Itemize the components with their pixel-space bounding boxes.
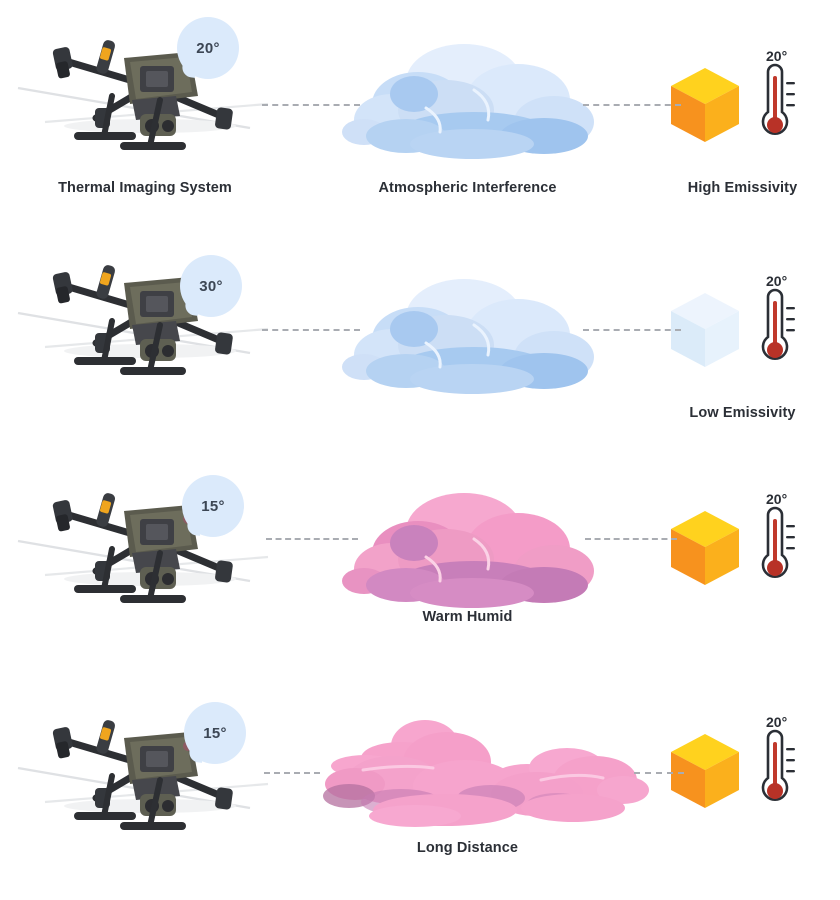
drone-temperature-bubble: 30° [180, 255, 242, 317]
scenario-row: 15° [0, 680, 840, 900]
connector-drone-to-cloud [262, 329, 360, 331]
cloud-caption: Atmospheric Interference [378, 180, 557, 196]
thermometer-icon [761, 729, 795, 801]
target-column: 20° [645, 453, 840, 678]
cloud-caption: Warm Humid [422, 609, 513, 625]
drone-temperature-value: 15° [201, 497, 225, 515]
cloud-illustration [323, 720, 649, 827]
scenario-row: 30° [0, 225, 840, 450]
cloud-column: Atmospheric Interference [290, 0, 645, 225]
drone-temperature-bubble: 15° [184, 702, 246, 764]
cloud-illustration [342, 44, 594, 159]
scenario-row: 20° Thermal Imaging System [0, 0, 840, 225]
cube-high-emissivity-icon [671, 68, 739, 142]
cloud-illustration [342, 493, 594, 608]
drone-temperature-value: 30° [199, 277, 223, 295]
connector-cloud-to-target [583, 329, 681, 331]
target-column: 20° [645, 680, 840, 900]
drone-temperature-value: 15° [203, 724, 227, 742]
thermometer-temperature-value: 20° [766, 48, 788, 64]
thermometer-icon [761, 288, 795, 360]
drone-temperature-value: 20° [196, 39, 220, 57]
drone-illustration [17, 265, 269, 375]
drone-illustration [17, 40, 269, 150]
drone-column: 15° [0, 453, 290, 678]
connector-cloud-to-target [583, 104, 681, 106]
cloud-column: Warm Humid [290, 453, 645, 678]
cloud-caption: Long Distance [416, 840, 519, 856]
connector-drone-to-cloud [266, 538, 358, 540]
connector-cloud-to-target [634, 772, 684, 774]
cube-low-emissivity-icon [671, 293, 739, 367]
drone-column: 15° [0, 680, 290, 900]
drone-column: 20° Thermal Imaging System [0, 0, 290, 225]
connector-drone-to-cloud [264, 772, 320, 774]
thermometer-icon [761, 506, 795, 578]
cloud-column [290, 225, 645, 450]
target-column: 20° Low Emissivity [645, 225, 840, 450]
thermometer-temperature-value: 20° [766, 273, 788, 289]
drone-temperature-bubble: 15° [182, 475, 244, 537]
cube-high-emissivity-icon [671, 511, 739, 585]
thermometer-icon [761, 63, 795, 135]
drone-illustration [17, 720, 269, 830]
thermometer-temperature-value: 20° [766, 491, 788, 507]
connector-cloud-to-target [585, 538, 677, 540]
drone-column: 30° [0, 225, 290, 450]
cloud-column: Long Distance [290, 680, 649, 900]
drone-temperature-bubble: 20° [177, 17, 239, 79]
connector-drone-to-cloud [262, 104, 360, 106]
target-caption: High Emissivity [687, 180, 798, 196]
target-column: 20° High Emissivity [645, 0, 840, 225]
cloud-illustration [342, 279, 594, 394]
cube-high-emissivity-icon [671, 734, 739, 808]
scenario-row: 15° [0, 453, 840, 678]
drone-illustration [17, 493, 269, 603]
target-caption: Low Emissivity [689, 405, 796, 421]
thermometer-temperature-value: 20° [766, 714, 788, 730]
drone-caption: Thermal Imaging System [58, 180, 232, 196]
